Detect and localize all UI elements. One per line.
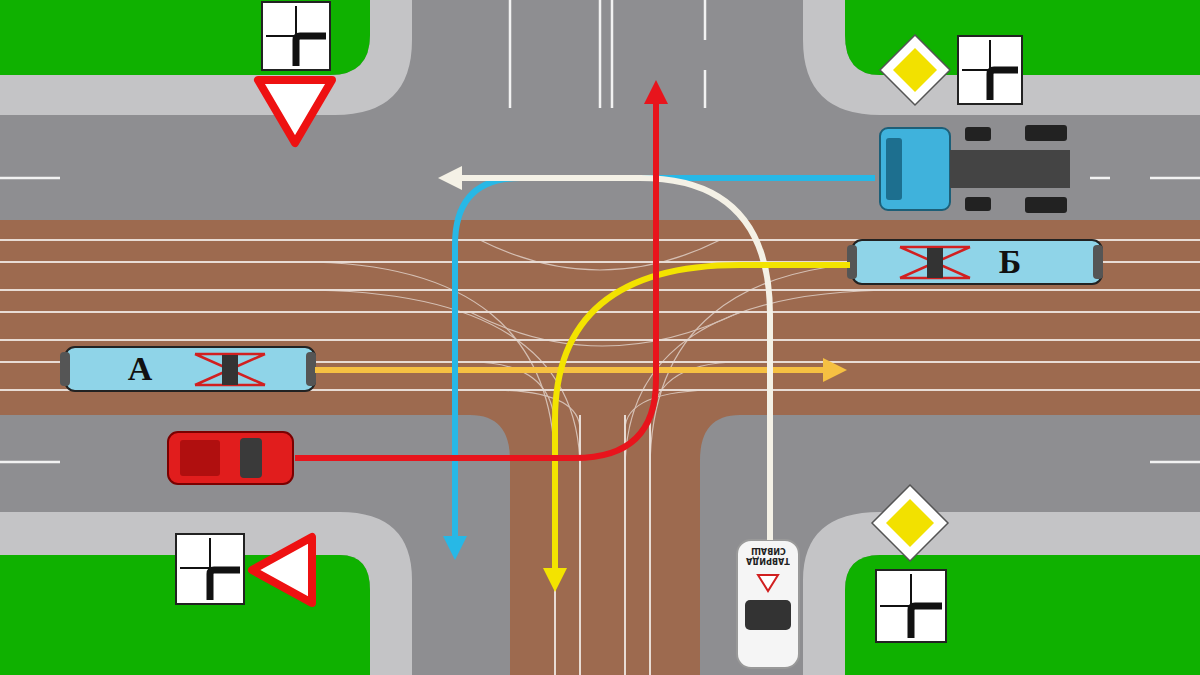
tram-tracks	[0, 220, 1200, 675]
tram-a	[60, 347, 316, 391]
road-signs	[176, 2, 1022, 642]
tram-label-box: Б	[996, 243, 1024, 281]
tram-letter: Б	[999, 245, 1021, 279]
truck	[880, 125, 1070, 213]
route-arrows	[295, 92, 875, 580]
car-livery-text: ТАВРИДА	[746, 556, 790, 564]
tram-b	[847, 240, 1103, 284]
white-car	[737, 540, 799, 668]
tram-label-box: А	[125, 350, 156, 388]
car-livery-text: СИВАШ	[751, 546, 786, 554]
tram-letter: А	[128, 352, 153, 386]
road-markings	[0, 0, 1200, 462]
red-car	[168, 432, 293, 484]
